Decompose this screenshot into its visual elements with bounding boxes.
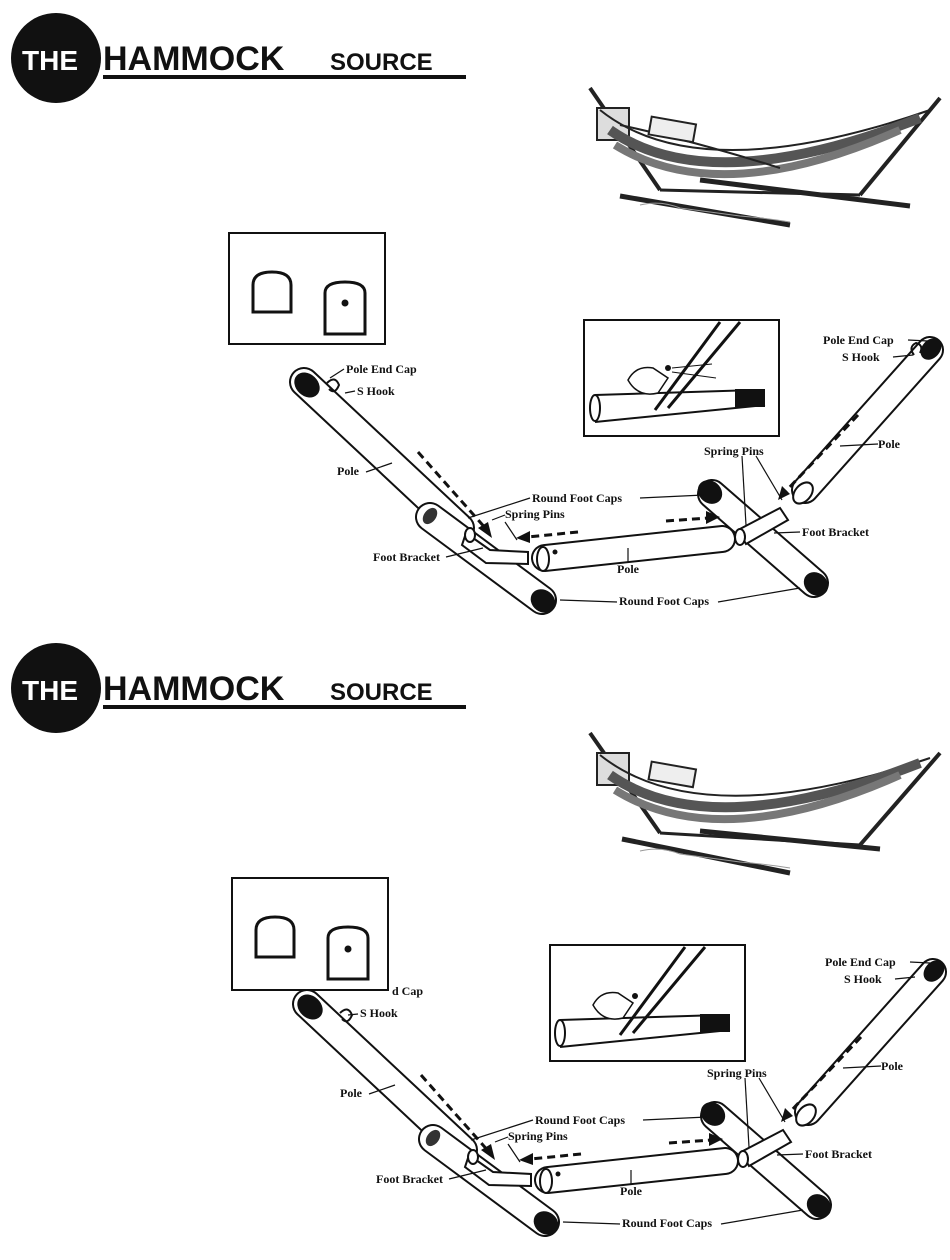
label-s-hook-left-2: S Hook [360, 1006, 398, 1020]
label-spring-pins-left-2: Spring Pins [508, 1129, 568, 1143]
label-foot-bracket-left-2: Foot Bracket [376, 1172, 443, 1186]
label-pole-right-2: Pole [881, 1059, 904, 1073]
label-foot-bracket-right: Foot Bracket [802, 525, 869, 539]
left-pole-assembly-2 [292, 989, 560, 1237]
assembly-arrows [416, 413, 860, 539]
label-pole-end-cap-right: Pole End Cap [823, 333, 894, 347]
label-spring-pins-left: Spring Pins [505, 507, 565, 521]
label-pole-middle: Pole [617, 562, 640, 576]
assembly-diagram-bottom: THE HAMMOCK SOURCE [11, 643, 947, 1237]
hammock-illustration-2 [588, 731, 942, 876]
label-spring-pins-right-2: Spring Pins [707, 1066, 767, 1080]
label-spring-pins-right: Spring Pins [704, 444, 764, 458]
logo-small-text: SOURCE [330, 49, 433, 76]
label-s-hook-left: S Hook [357, 384, 395, 398]
label-pole-left: Pole [337, 464, 360, 478]
arrow-heads-2 [481, 1108, 793, 1165]
right-pole-assembly-2 [700, 958, 947, 1220]
end-caps-inset-2 [231, 877, 389, 991]
logo-main-text-2: HAMMOCK [103, 670, 285, 708]
label-pole-right: Pole [878, 437, 901, 451]
label-foot-bracket-left: Foot Bracket [373, 550, 440, 564]
label-pole-end-cap-left: Pole End Cap [346, 362, 417, 376]
middle-pole [531, 525, 736, 572]
label-pole-middle-2: Pole [620, 1184, 643, 1198]
leader-lines-2 [347, 961, 931, 1225]
spring-pin-inset-2 [549, 944, 746, 1062]
end-caps-inset [228, 232, 386, 345]
label-round-foot-caps-lower: Round Foot Caps [619, 594, 709, 608]
label-s-hook-right-2: S Hook [844, 972, 882, 986]
right-pole-assembly [697, 336, 944, 598]
label-end-cap-partial: d Cap [392, 984, 423, 998]
left-pole-assembly [289, 367, 557, 615]
assembly-arrows-2 [419, 1035, 863, 1161]
label-pole-left-2: Pole [340, 1086, 363, 1100]
label-round-foot-caps-upper-2: Round Foot Caps [535, 1113, 625, 1127]
hammock-source-logo: THE HAMMOCK SOURCE [11, 13, 466, 103]
hammock-illustration [588, 86, 942, 228]
assembly-diagram-top: THE HAMMOCK SOURCE [11, 13, 944, 615]
hammock-source-logo-2: THE HAMMOCK SOURCE [11, 643, 466, 733]
logo-small-text-2: SOURCE [330, 679, 433, 706]
label-pole-end-cap-right-2: Pole End Cap [825, 955, 896, 969]
arrow-heads [478, 486, 790, 543]
logo-the-text-2: THE [22, 675, 78, 706]
label-round-foot-caps-upper: Round Foot Caps [532, 491, 622, 505]
assembly-panel-bottom: THE HAMMOCK SOURCE [0, 623, 950, 1253]
label-round-foot-caps-lower-2: Round Foot Caps [622, 1216, 712, 1230]
middle-pole-2 [534, 1147, 739, 1194]
label-s-hook-right: S Hook [842, 350, 880, 364]
label-foot-bracket-right-2: Foot Bracket [805, 1147, 872, 1161]
assembly-panel-top: THE HAMMOCK SOURCE [11, 13, 944, 615]
logo-main-text: HAMMOCK [103, 40, 285, 78]
leader-lines [329, 339, 929, 603]
spring-pin-inset [583, 319, 780, 437]
logo-the-text: THE [22, 45, 78, 76]
